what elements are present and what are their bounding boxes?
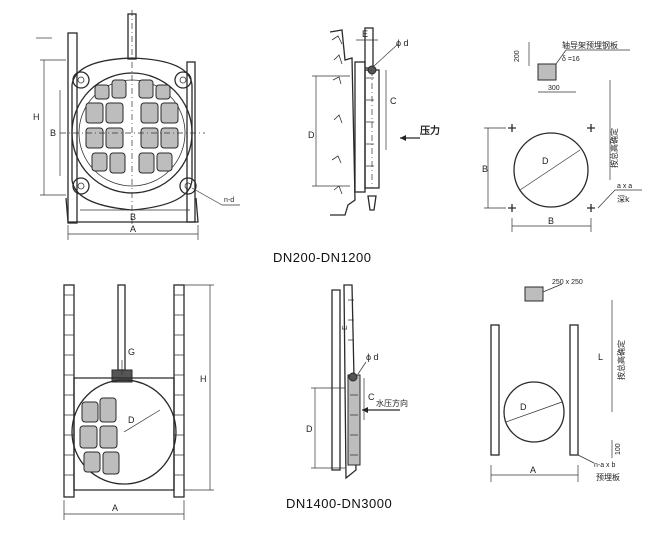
fig5-D-label: D [306,424,313,434]
fig3-opening-circle [513,132,589,208]
fig4-large-gate: D G H A [63,284,214,520]
fig3-axa-label: a x a [617,183,632,190]
fig2-C-label: C [390,96,397,106]
fig4-H-label: H [200,374,207,384]
fig6-D-label: D [520,402,527,412]
fig6-top-plate [524,286,544,302]
fig1-front-view: H B B A n-d [33,10,240,240]
fig3-site-label: 按总高确定 [609,128,619,168]
fig6-100-label: 100 [615,443,622,455]
fig3-300-label: 300 [548,85,560,92]
fig3-D-label: D [542,156,549,166]
caption-top: DN200-DN1200 [273,250,372,265]
fig4-A-label: A [112,503,118,513]
fig6-left-rail [490,324,500,456]
fig5-gate-plate [343,284,357,480]
fig5-E-label: E [342,325,349,330]
fig3-delta-label: δ =16 [562,56,580,63]
fig1-frame [71,57,193,211]
fig6-right-rail [569,324,579,456]
fig5-side-section: D C E ϕ d 水压方向 [306,284,408,480]
fig3-B-label: B [548,216,554,226]
fig3-deep-label: 深k [617,195,630,204]
fig6-nab-label: n-a x b [594,462,616,469]
fig1-B-vert-label: B [50,128,56,138]
fig2-D-label: D [308,130,315,140]
fig5-waterdir-label: 水压方向 [376,398,408,408]
fig1-left-rail [67,32,78,224]
fig3-embed-plate [537,63,557,81]
fig4-right-rail [173,284,185,498]
fig6-size-label: 250 x 250 [552,279,583,286]
fig2-pressure-label: 压力 [420,124,440,137]
fig2-phid-label: ϕ d [396,38,409,48]
fig2-E-label: E [362,29,368,39]
fig1-H-label: H [33,112,40,122]
fig4-D-label: D [128,415,135,425]
fig4-stem [117,284,126,371]
fig1-B-label: B [130,212,136,222]
caption-bottom: DN1400-DN3000 [286,496,392,511]
fig6-plate-label: 预埋板 [596,472,620,482]
fig3-plate-label: 轴导架预埋钢板 [562,40,618,50]
fig4-G-label: G [128,347,135,357]
fig1-A-label: A [130,224,136,234]
fig6-site-label: 按总高确定 [616,340,626,380]
fig3-B-vert-label: B [482,164,488,174]
fig5-phid-label: ϕ d [366,352,379,362]
fig6-opening-circle [503,381,565,443]
fig4-disc [71,379,177,485]
fig6-opening: 250 x 250 D L 按总高确定 100 n-a x b 预埋板 A [490,279,626,482]
fig3-opening: 200 300 轴导架预埋钢板 δ =16 D B B 按总高确定 a x a … [482,40,642,232]
fig4-left-rail [63,284,75,498]
fig1-nd-label: n-d [224,197,234,204]
fig3-200-label: 200 [514,50,521,62]
fig6-L-label: L [598,352,603,362]
fig6-A-label: A [530,465,536,475]
fig5-C-label: C [368,392,375,402]
fig4-grid-cells [79,397,120,475]
fig2-wall [329,29,356,216]
fig2-side-section: D C E ϕ d 压力 [308,27,440,216]
